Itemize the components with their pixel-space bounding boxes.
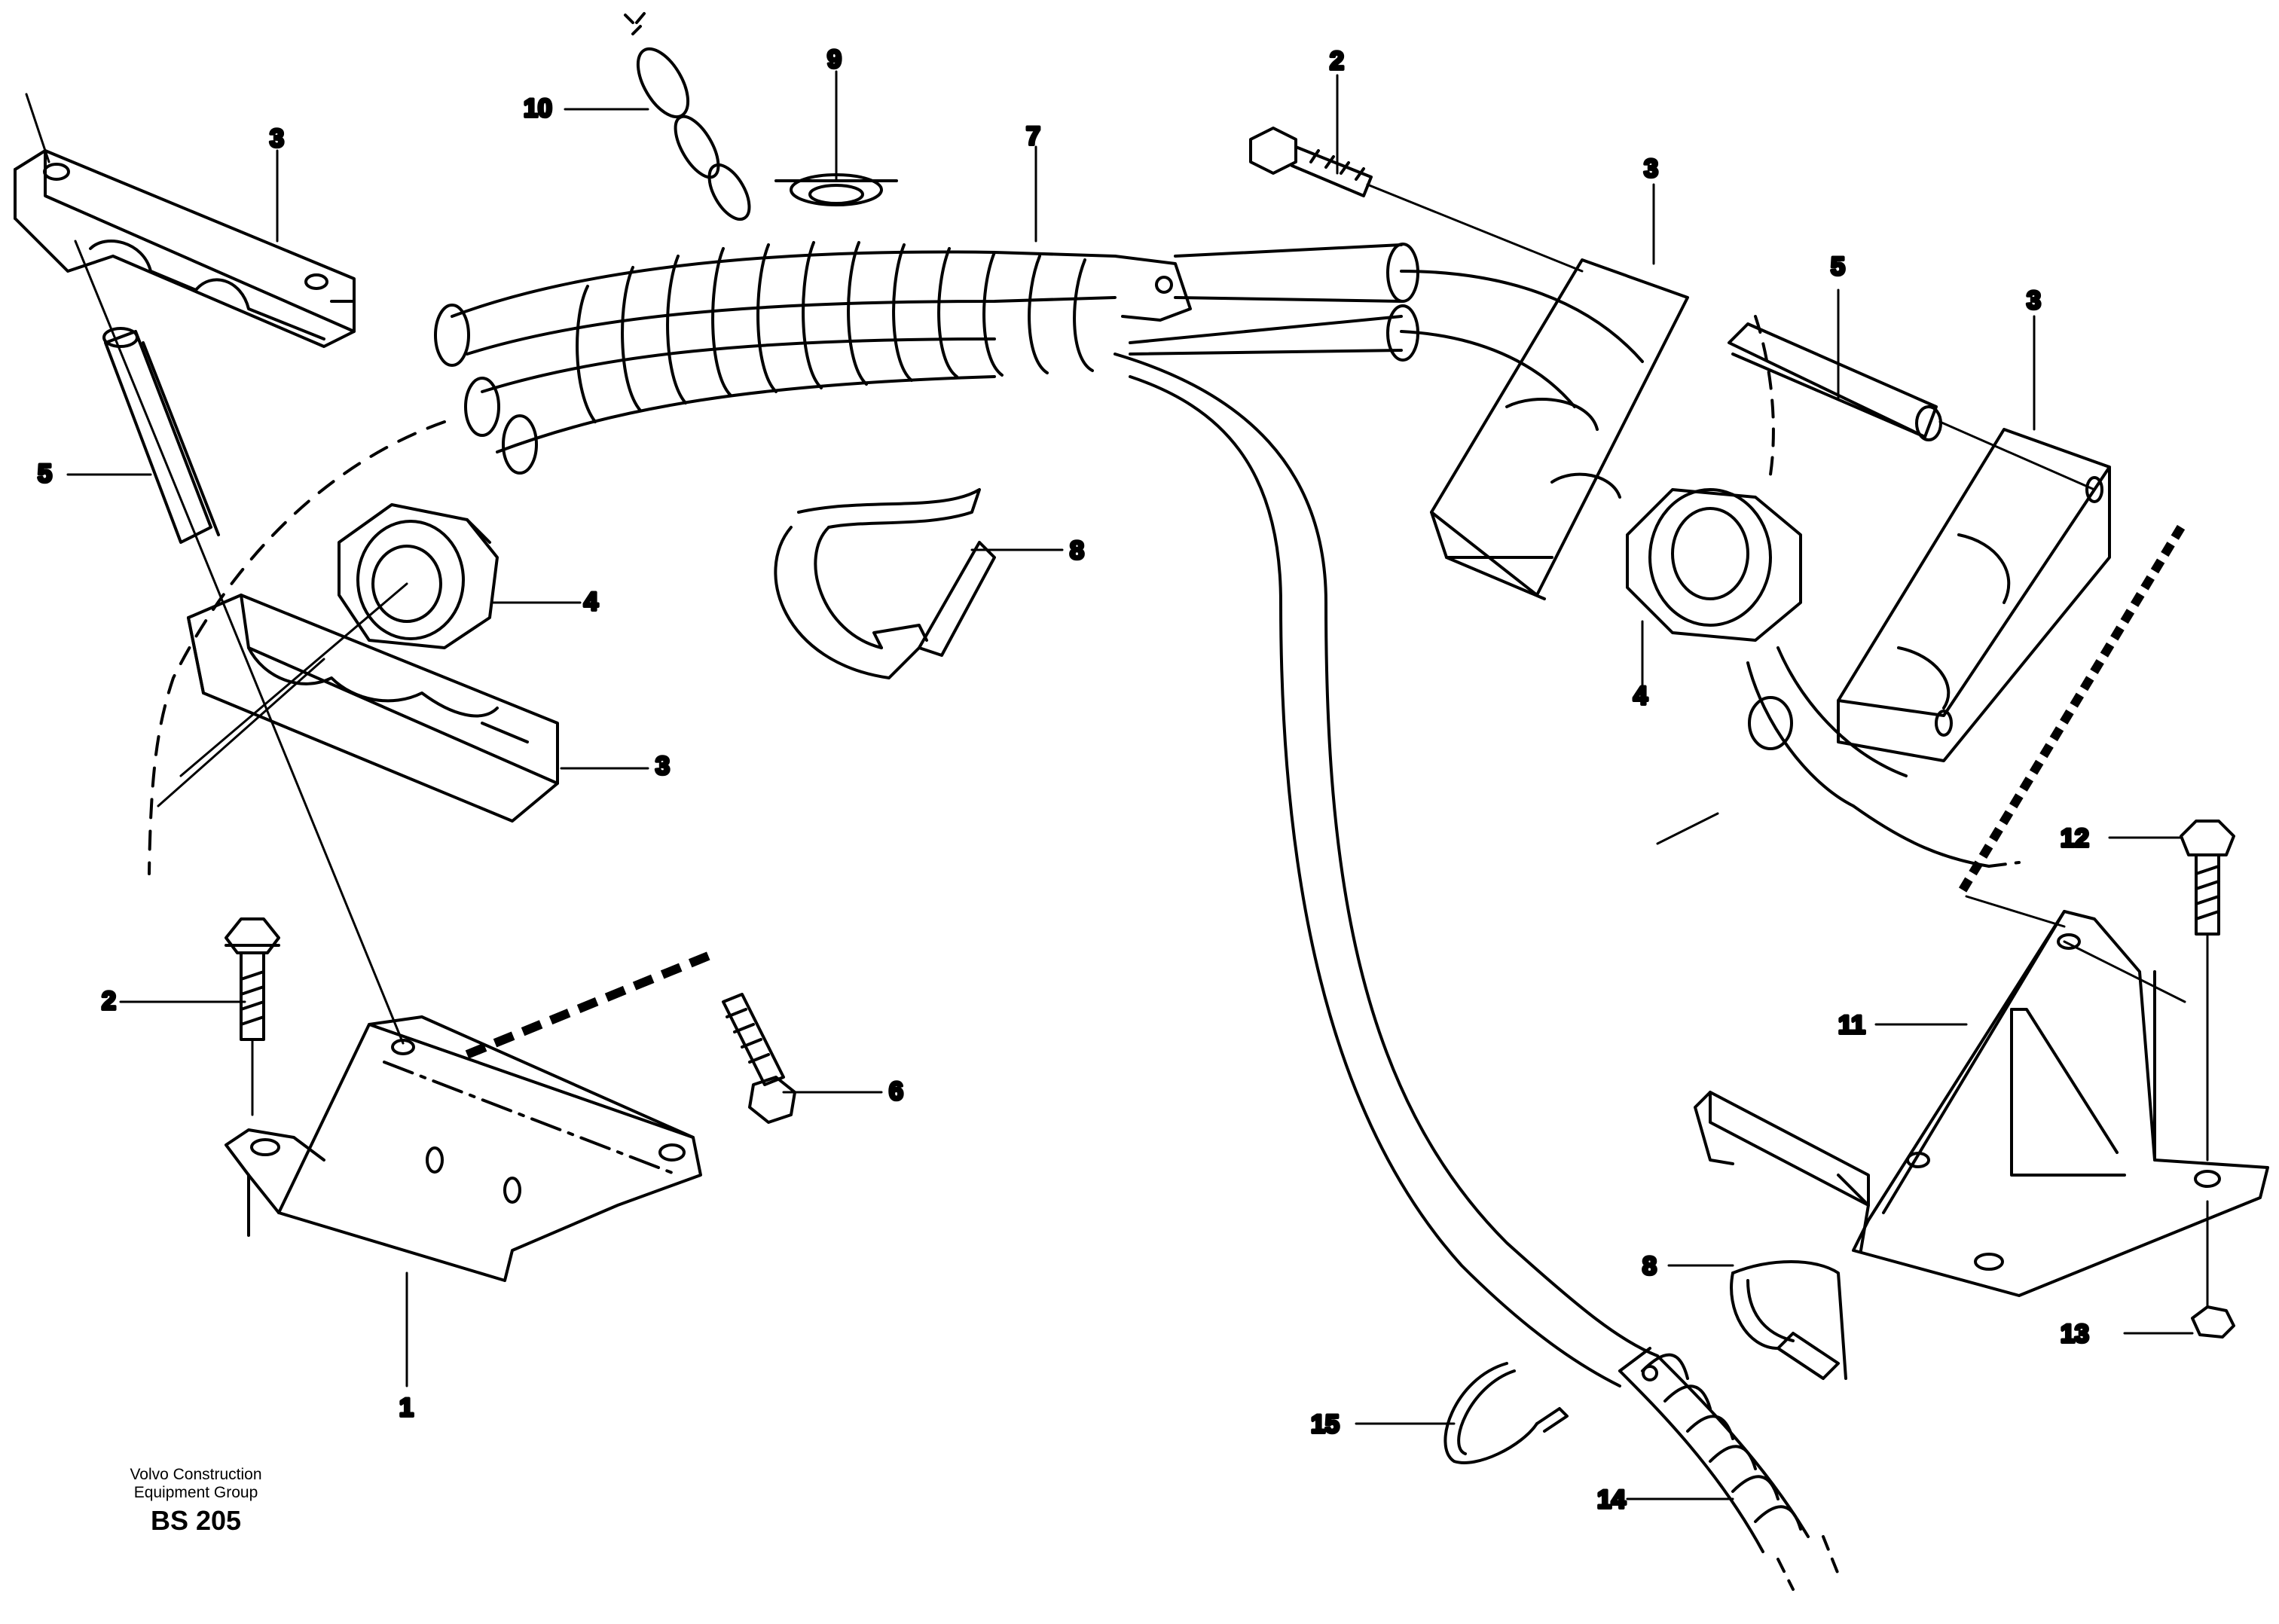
leader-lines — [66, 70, 2194, 1500]
callout-3-upper-right: 3 — [1644, 154, 1658, 183]
callout-11: 11 — [1838, 1011, 1865, 1039]
clamp-half-part-3-mid-left — [187, 594, 559, 823]
callout-12: 12 — [2061, 824, 2089, 853]
callout-labels: 1 2 2 3 3 3 3 4 4 5 5 6 7 8 8 9 10 11 12… — [36, 44, 2091, 1516]
footer-company-line2: Equipment Group — [133, 1484, 258, 1501]
callout-5-right: 5 — [1831, 252, 1845, 281]
callout-8-lower: 8 — [1642, 1252, 1657, 1281]
bolt-part-12 — [2180, 820, 2235, 1162]
strap-part-8-lower — [1730, 1260, 1847, 1380]
bracket-part-1 — [225, 1015, 702, 1282]
grommet-part-4-right — [1626, 488, 1802, 642]
dashed-assembly-lines — [465, 524, 2186, 1059]
spacer-part-5-left — [102, 327, 220, 544]
callout-3-mid-left: 3 — [655, 752, 670, 780]
chain-part-10 — [624, 12, 751, 221]
callout-4-right: 4 — [1633, 682, 1648, 710]
spacer-part-5-right — [1728, 322, 1942, 441]
cable-tie-part-15 — [1443, 1362, 1569, 1464]
right-hose-bend — [1400, 270, 2021, 868]
bolt-part-2-left — [225, 917, 280, 1116]
callout-7: 7 — [1026, 122, 1040, 151]
callout-13: 13 — [2061, 1320, 2089, 1348]
callout-1: 1 — [399, 1394, 414, 1422]
callout-8-center: 8 — [1070, 536, 1084, 565]
grommet-part-4-left — [338, 503, 499, 649]
callout-9: 9 — [827, 45, 842, 74]
nut-part-13 — [2191, 1200, 2235, 1339]
callout-10: 10 — [524, 94, 552, 123]
callout-4-left: 4 — [584, 588, 598, 616]
footer-drawing-code: BS 205 — [150, 1505, 242, 1536]
assembly-lines — [25, 93, 2186, 1045]
footer-company: Volvo Construction Equipment Group — [90, 1466, 301, 1502]
bolt-part-6 — [722, 993, 796, 1124]
footer-company-line1: Volvo Construction — [130, 1466, 262, 1483]
callout-3-top-left: 3 — [270, 124, 284, 153]
callout-3-right: 3 — [2027, 286, 2041, 315]
clamp-half-part-3-upper-right — [1430, 258, 1689, 600]
callout-6: 6 — [889, 1077, 903, 1106]
bracket-part-11 — [1694, 910, 2269, 1297]
callout-2-top: 2 — [1330, 47, 1344, 75]
callout-14: 14 — [1597, 1485, 1626, 1514]
hose-bundle-part-7 — [148, 241, 1840, 1591]
callout-2-left: 2 — [102, 987, 116, 1015]
bolt-part-2-top — [1249, 127, 1584, 273]
callout-15: 15 — [1311, 1410, 1340, 1439]
clamp-half-part-3-right — [1837, 428, 2111, 762]
clamp-half-part-3-top-left — [14, 149, 356, 348]
strap-part-8-center — [774, 488, 996, 679]
callout-5-left: 5 — [38, 459, 52, 488]
